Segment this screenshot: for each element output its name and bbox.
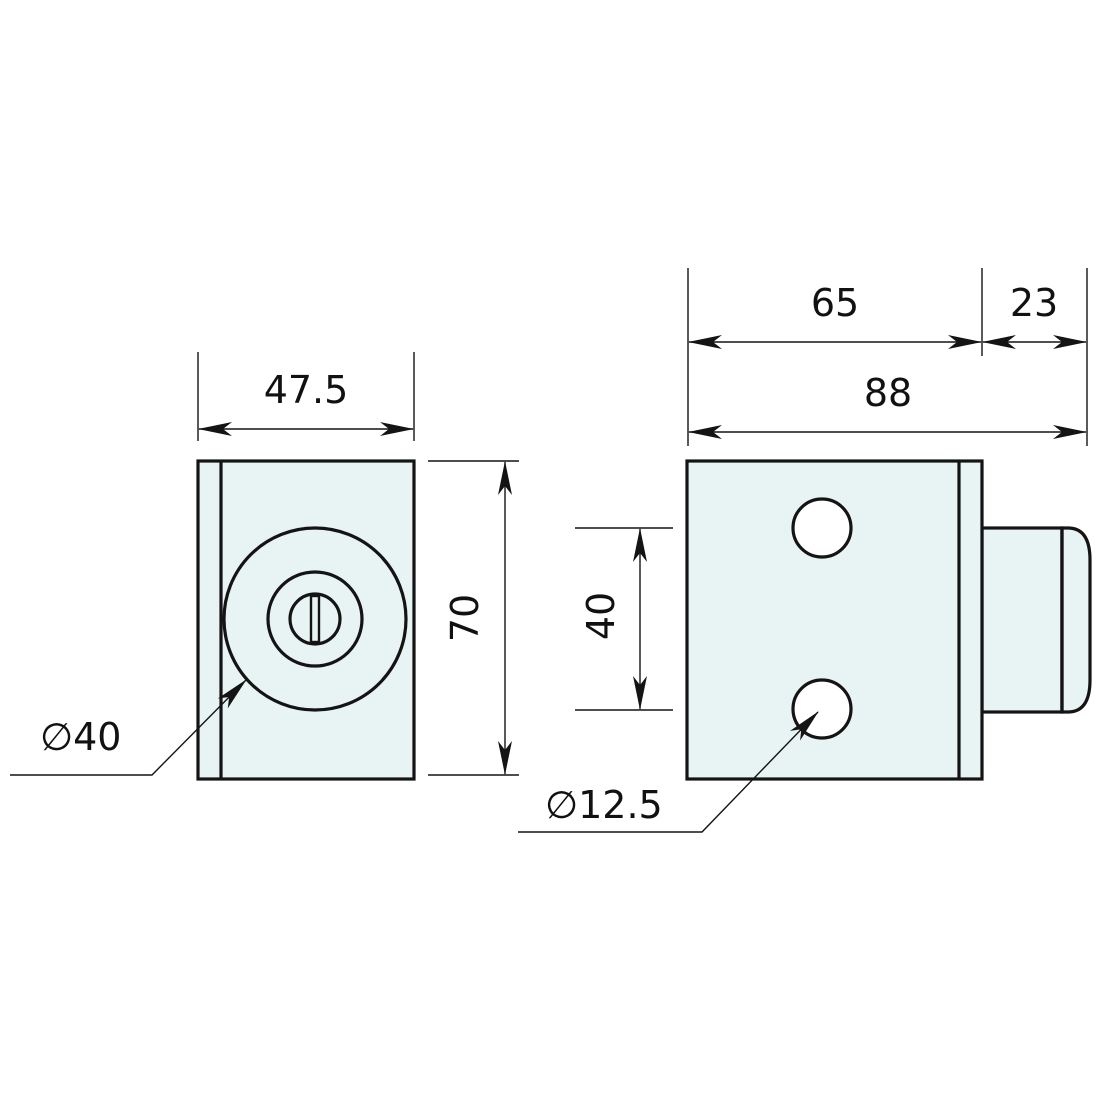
- keyhole-slot: [309, 594, 321, 644]
- diameter-40-callout: ∅40: [10, 679, 247, 776]
- total-length-label: 88: [864, 371, 912, 415]
- width-dimension: 47.5: [197, 352, 415, 441]
- diameter-40-label: ∅40: [40, 715, 121, 759]
- body-length-dimension: 65: [688, 281, 982, 349]
- bolt-length-label: 23: [1010, 281, 1058, 325]
- lock-cylinder-ring: [266, 570, 364, 668]
- body-length-label: 65: [811, 281, 859, 325]
- hole-spacing-label: 40: [579, 592, 623, 640]
- side-view: [685, 459, 1092, 781]
- total-length-dimension: 88: [688, 371, 1087, 439]
- bolt-rounded-tip: [1060, 526, 1092, 714]
- mounting-hole-top: [791, 497, 853, 559]
- lock-cylinder-face: [222, 526, 408, 712]
- height-dimension: 70: [428, 460, 519, 776]
- keyhole-plug: [288, 592, 342, 646]
- front-view: [196, 459, 416, 781]
- bolt-length-dimension: 23: [982, 281, 1087, 349]
- hole-spacing-dimension: 40: [575, 527, 673, 711]
- height-dimension-label: 70: [443, 594, 487, 642]
- bolt: [980, 526, 1064, 714]
- hole-diameter-callout: ∅12.5: [518, 711, 819, 833]
- hole-diameter-label: ∅12.5: [545, 783, 663, 827]
- width-dimension-label: 47.5: [264, 368, 349, 412]
- front-view-body: [196, 459, 416, 781]
